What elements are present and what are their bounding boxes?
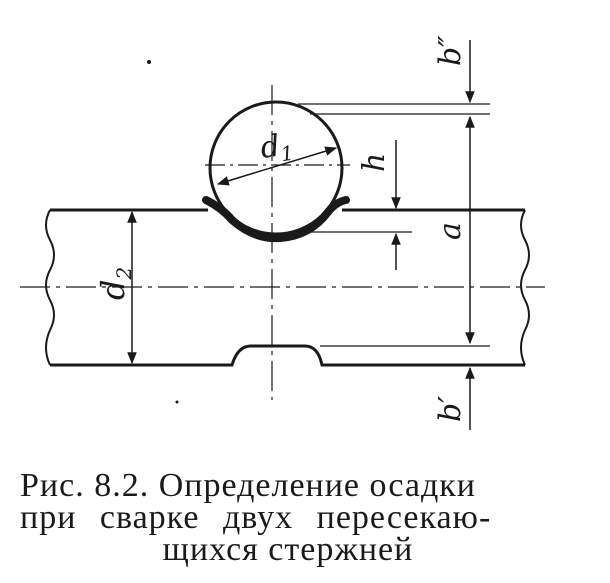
weld-settlement-diagram: d1 d2 h b″ a b′ [20, 35, 545, 430]
a-label: a [433, 222, 468, 240]
upper-rod-section: d1 [202, 100, 350, 243]
upper-rod-circle [208, 100, 344, 236]
b-prime-label: b′ [433, 396, 468, 422]
h-label: h [357, 153, 392, 172]
lower-rod-bottom-edge [50, 344, 525, 367]
h-dimension: h [290, 140, 412, 270]
lower-rod-right-break [520, 209, 530, 366]
d1-dimension-arrow [216, 146, 338, 186]
scan-speck [147, 60, 151, 64]
d2-label: d2 [94, 267, 136, 300]
caption-line-2: при сварке двух пересекаю- [20, 499, 492, 536]
d1-label: d1 [258, 127, 295, 169]
figure-caption: Рис. 8.2. Определение осадки при сварке … [18, 467, 598, 568]
caption-line-1: Рис. 8.2. Определение осадки [20, 467, 476, 504]
d2-dimension: d2 [94, 210, 137, 365]
center-lines [20, 85, 545, 400]
caption-line-3: щихся стержней [162, 531, 414, 568]
weld-fillet [202, 196, 350, 243]
lower-rod-left-break [45, 209, 55, 366]
right-dimensions [298, 40, 490, 430]
scan-speck [175, 400, 179, 404]
b-double-prime-label: b″ [433, 35, 468, 66]
